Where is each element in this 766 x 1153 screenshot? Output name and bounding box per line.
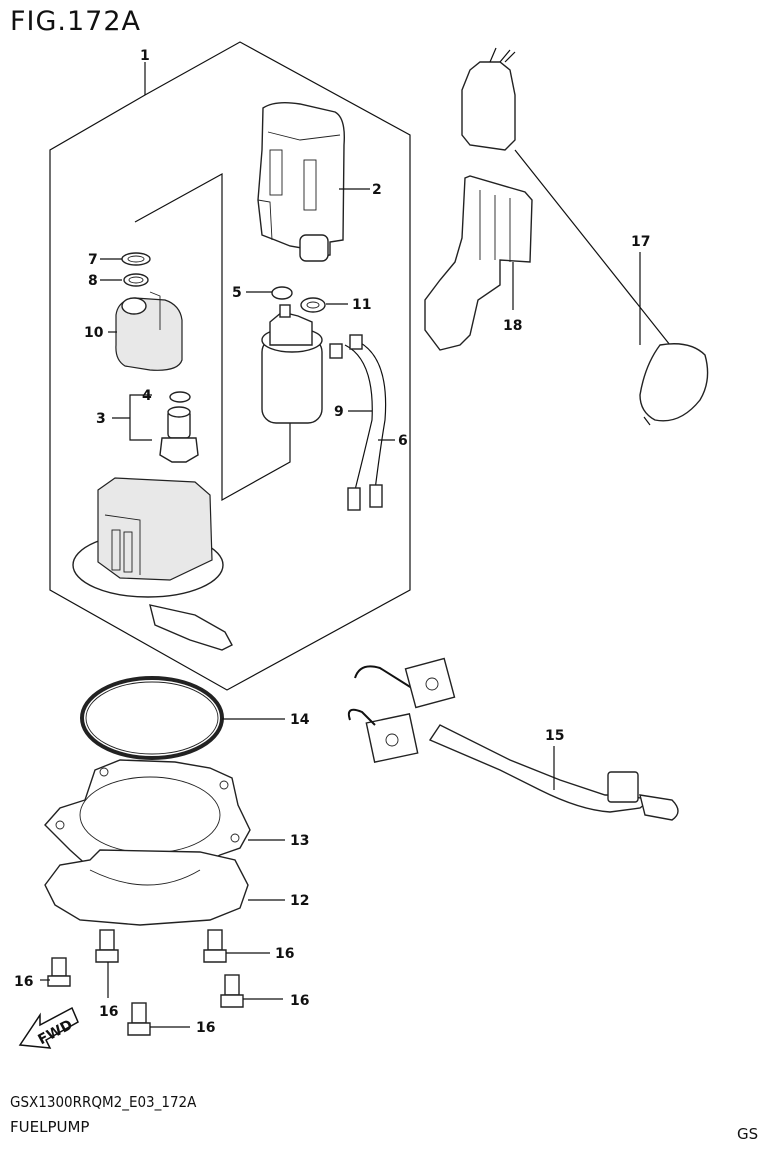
assembly-outline xyxy=(49,41,411,691)
callout-18: 18 xyxy=(503,318,522,334)
part-gasket[interactable] xyxy=(44,849,249,926)
part-o-ring-5[interactable] xyxy=(271,286,293,300)
section-name: FUELPUMP xyxy=(10,1118,90,1136)
region-code: GS xyxy=(737,1125,759,1143)
callout-labels: 1 2 3 4 5 6 7 8 9 10 11 12 13 14 15 16 1… xyxy=(14,48,650,1036)
part-bolt[interactable] xyxy=(203,929,227,963)
callout-11: 11 xyxy=(352,297,371,313)
callout-2: 2 xyxy=(372,182,382,198)
fwd-arrow-icon: FWD xyxy=(18,1006,79,1049)
part-o-ring-8[interactable] xyxy=(123,273,149,287)
part-bolt[interactable] xyxy=(47,957,71,987)
part-bolt[interactable] xyxy=(95,929,119,963)
diagram-code: GSX1300RRQM2_E03_172A xyxy=(10,1093,197,1111)
callout-16: 16 xyxy=(196,1020,215,1036)
callout-9: 9 xyxy=(334,404,344,420)
callout-1: 1 xyxy=(140,48,150,64)
callout-4: 4 xyxy=(142,388,152,404)
part-bolt[interactable] xyxy=(127,1002,151,1036)
part-fuel-hose[interactable] xyxy=(347,657,679,821)
callout-17: 17 xyxy=(631,234,650,250)
part-pump-base[interactable] xyxy=(72,477,233,651)
part-bracket-18[interactable] xyxy=(424,175,533,351)
callout-10: 10 xyxy=(84,325,104,341)
callout-14: 14 xyxy=(290,712,310,728)
part-lead-wires[interactable] xyxy=(329,334,387,511)
callout-5: 5 xyxy=(232,285,242,301)
part-regulator[interactable] xyxy=(112,394,199,463)
callout-16: 16 xyxy=(275,946,294,962)
callout-6: 6 xyxy=(398,433,408,449)
callout-15: 15 xyxy=(545,728,564,744)
callout-16: 16 xyxy=(14,974,33,990)
part-pump-housing[interactable] xyxy=(257,101,345,262)
callout-3: 3 xyxy=(96,411,106,427)
callout-8: 8 xyxy=(88,273,98,289)
part-o-ring-4[interactable] xyxy=(169,391,191,403)
figure-title: FIG.172A xyxy=(10,6,142,37)
callout-7: 7 xyxy=(88,252,98,268)
part-holder-cap[interactable] xyxy=(115,291,183,371)
callout-13: 13 xyxy=(290,833,309,849)
callout-12: 12 xyxy=(290,893,309,909)
callout-16: 16 xyxy=(99,1004,118,1020)
part-o-ring-11[interactable] xyxy=(300,297,326,313)
callout-16: 16 xyxy=(290,993,309,1009)
leader-lines xyxy=(40,188,641,1028)
part-gasket-ring[interactable] xyxy=(80,676,224,760)
part-o-ring-7[interactable] xyxy=(121,252,151,266)
part-pump-motor[interactable] xyxy=(261,304,323,424)
part-level-gauge[interactable] xyxy=(461,47,709,426)
part-bolt[interactable] xyxy=(220,974,244,1008)
